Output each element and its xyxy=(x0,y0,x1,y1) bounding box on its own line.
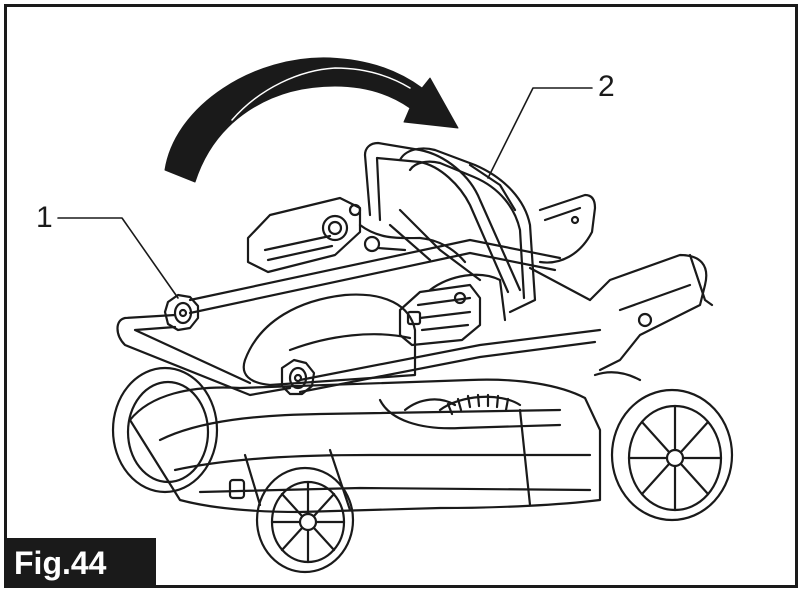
handle-lock-knob xyxy=(163,293,200,332)
lever-box xyxy=(398,283,482,347)
mower-deck xyxy=(128,378,602,514)
callout-number-1: 1 xyxy=(36,201,53,234)
rear-right-wheel xyxy=(610,388,734,522)
folded-upper-handle xyxy=(363,141,537,314)
rotation-arrow xyxy=(164,57,459,183)
height-adjuster xyxy=(438,393,522,416)
callout-number-2: 2 xyxy=(598,70,615,103)
front-left-wheel xyxy=(255,466,355,574)
rear-frame xyxy=(538,193,714,382)
handle-lock-knob-2 xyxy=(280,358,316,396)
left-rear-wheel xyxy=(111,366,219,494)
lower-handle xyxy=(116,238,602,397)
switch-box xyxy=(246,196,362,274)
cable xyxy=(358,223,467,264)
leader-line-1 xyxy=(57,217,179,299)
motor-cover xyxy=(242,273,507,387)
figure-label: Fig.44 xyxy=(4,538,156,588)
leader-line-2 xyxy=(487,87,593,179)
